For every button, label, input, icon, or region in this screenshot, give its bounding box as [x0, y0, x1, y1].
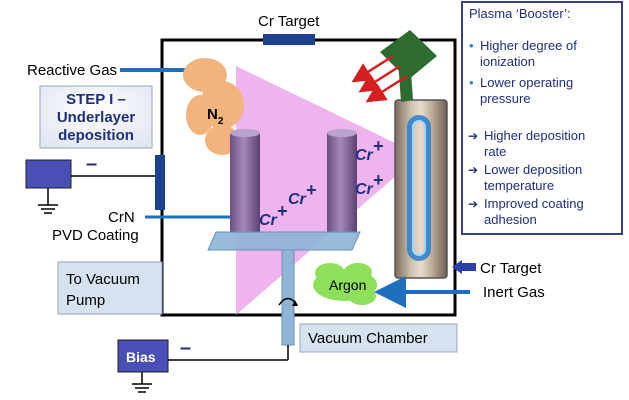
cr-ion-4: Cr+: [355, 170, 384, 198]
argon-gas-cloud: [313, 263, 377, 305]
left-cr-target-bar: [155, 155, 165, 210]
booster-bullet-2-line2: pressure: [480, 91, 531, 106]
booster-result-1-arrow: ➔: [468, 129, 478, 143]
bias-minus-sign: –: [180, 337, 191, 359]
vacuum-pump-box: [57, 261, 163, 315]
booster-result-2-arrow: ➔: [468, 163, 478, 177]
plasma-booster-device: [380, 30, 437, 102]
cr-target-right-label: Cr Target: [480, 260, 542, 277]
table-shaft: [281, 249, 295, 346]
cr-ion-3: Cr+: [355, 136, 384, 164]
reactive-gas-label: Reactive Gas: [27, 62, 117, 79]
booster-bullet-1-line1: Higher degree of: [480, 38, 577, 53]
booster-result-2-line2: temperature: [484, 178, 554, 193]
vacuum-pump-label-line2: Pump: [66, 292, 105, 309]
step-label-line2: Underlayer: [57, 109, 136, 126]
vacuum-pump-label-line1: To Vacuum: [66, 271, 140, 288]
step-label-line1: STEP I –: [66, 91, 126, 108]
pvd-coating-label: PVD Coating: [52, 227, 139, 244]
booster-bullet-1-glyph: •: [469, 38, 474, 53]
substrate-table: [207, 231, 361, 251]
ground-symbol-bias: [132, 383, 152, 393]
argon-label: Argon: [329, 277, 366, 293]
substrate-cylinder-left: [230, 129, 260, 233]
bias-box: [117, 339, 169, 373]
cr-target-top-bar: [263, 34, 315, 45]
crn-label: CrN: [108, 209, 135, 226]
power-supply-box: [25, 159, 72, 189]
ground-symbol-left: [38, 204, 58, 214]
vacuum-chamber-label: Vacuum Chamber: [308, 330, 428, 347]
inert-gas-label: Inert Gas: [483, 284, 545, 301]
booster-result-3-arrow: ➔: [468, 197, 478, 211]
cr-target-right-arrow-icon: [452, 260, 476, 274]
cr-ions: Cr+ Cr+ Cr+ Cr+: [259, 136, 384, 229]
booster-info: Plasma ‘Booster’: • Higher degree of ion…: [468, 6, 585, 227]
booster-info-box: [461, 1, 623, 235]
rotation-arrowhead-icon: [292, 300, 298, 306]
booster-red-arrows: [351, 54, 408, 103]
booster-result-3-line2: adhesion: [484, 212, 537, 227]
cr-target-right-panel: [394, 99, 448, 279]
substrate-cylinder-right: [327, 129, 357, 233]
booster-result-1-line2: rate: [484, 144, 506, 159]
vacuum-chamber-label-box: [299, 323, 458, 353]
bias-label: Bias: [126, 349, 156, 365]
booster-bullet-2-glyph: •: [469, 75, 474, 90]
booster-title: Plasma ‘Booster’:: [469, 6, 571, 21]
n2-label: N2: [207, 106, 224, 127]
power-minus-sign: –: [86, 153, 97, 175]
booster-bullet-2-line1: Lower operating: [480, 75, 573, 90]
booster-result-2-line1: Lower deposition: [484, 162, 582, 177]
step-label-line3: deposition: [58, 127, 134, 144]
cr-ion-1: Cr+: [259, 201, 288, 229]
step-box: [39, 85, 153, 149]
booster-result-3-line1: Improved coating: [484, 196, 584, 211]
booster-bullet-1-line2: ionization: [480, 54, 535, 69]
cr-target-top-label: Cr Target: [258, 13, 320, 30]
cr-ion-2: Cr+: [288, 180, 317, 208]
booster-result-1-line1: Higher deposition: [484, 128, 585, 143]
